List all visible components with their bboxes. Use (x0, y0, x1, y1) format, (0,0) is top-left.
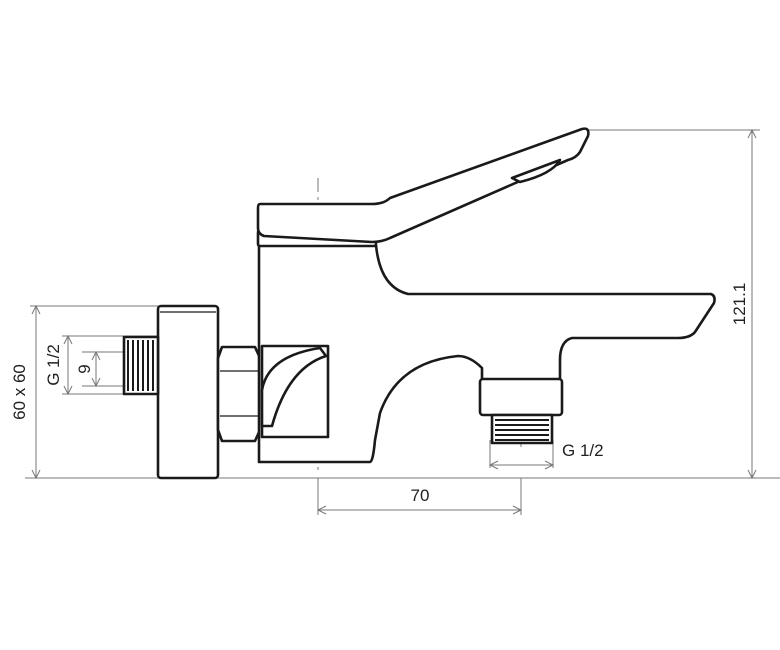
inlet-thread-length-label: 9 (75, 364, 94, 373)
inlet-thread-label: G 1/2 (44, 344, 63, 386)
extension-lines (30, 129, 760, 515)
inlet-to-outlet-label: 70 (411, 486, 430, 505)
dimension-lines (31, 128, 757, 515)
hex-nut (216, 345, 262, 443)
wall-flange (156, 304, 220, 480)
mixer-body (257, 243, 716, 464)
overall-height-label: 121.1 (730, 283, 749, 326)
spout-outlet-cap (478, 377, 564, 417)
lever-handle (256, 127, 590, 244)
flange-size-label: 60 x 60 (10, 364, 29, 420)
faucet-body (122, 127, 716, 480)
outlet-thread-label: G 1/2 (562, 441, 604, 460)
